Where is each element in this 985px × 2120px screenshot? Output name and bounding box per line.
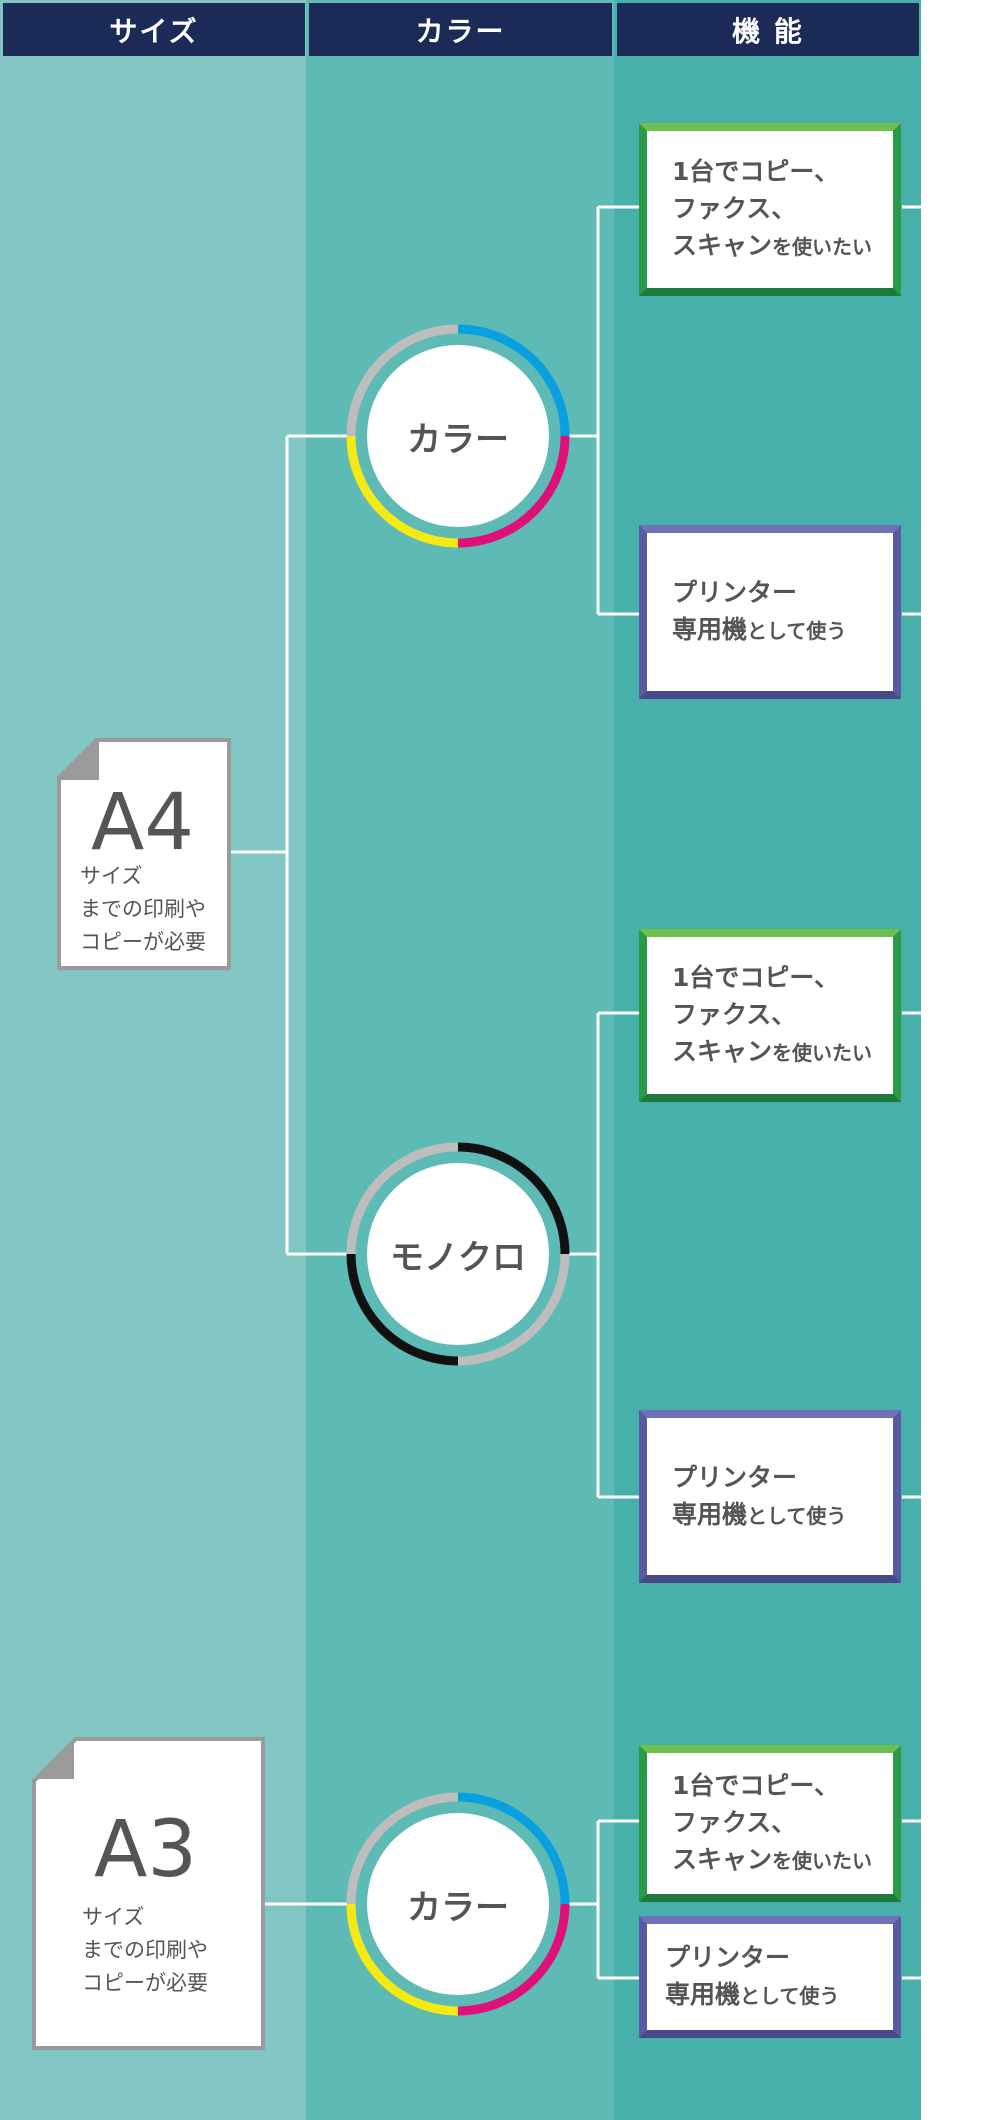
function-line: スキャンを使いたい [672,1845,873,1874]
size-desc-line2: までの印刷や [82,1938,208,1962]
function-printer-only: プリンター 専用機として使う [639,1916,901,2038]
function-line: 1台でコピー、 [672,963,840,992]
color-mode-label: カラー [367,1813,549,1995]
color-ring-icon [346,1792,570,2016]
header-size: サイズ [3,3,305,56]
header-color: カラー [309,3,612,56]
function-multifunction: 1台でコピー、 ファクス、 スキャンを使いたい [639,123,901,296]
size-desc-line2: までの印刷や [80,897,206,921]
color-mode-color: カラー [345,323,571,549]
function-line: 1台でコピー、 [672,1771,840,1800]
size-label: A4 [91,778,194,868]
size-a4-document: A4 サイズ までの印刷や コピーが必要 [57,738,231,970]
function-line: スキャンを使いたい [672,231,873,260]
size-a3-document: A3 サイズ までの印刷や コピーが必要 [32,1737,265,2050]
size-desc-line1: サイズ [82,1905,145,1929]
function-line: プリンター [672,1462,798,1492]
function-printer-only: プリンター 専用機として使う [639,1410,901,1583]
function-line: ファクス、 [672,194,797,223]
size-label: A3 [94,1805,197,1895]
function-line: プリンター [665,1943,791,1972]
size-desc-line3: コピーが必要 [82,1971,208,1995]
color-ring-icon [346,324,570,548]
function-multifunction: 1台でコピー、 ファクス、 スキャンを使いたい [639,929,901,1102]
function-line: 専用機として使う [672,615,847,644]
size-desc-line3: コピーが必要 [80,930,206,954]
mono-ring-icon [346,1142,570,1366]
function-line: 専用機として使う [665,1980,840,2009]
color-mode-label: モノクロ [367,1163,549,1345]
color-mode-color: カラー [345,1791,571,2017]
function-line: 専用機として使う [672,1499,847,1529]
color-mode-label: カラー [367,345,549,527]
color-mode-mono: モノクロ [345,1141,571,1367]
function-printer-only: プリンター 専用機として使う [639,525,901,699]
document-icon [57,738,231,970]
function-multifunction: 1台でコピー、 ファクス、 スキャンを使いたい [639,1745,901,1902]
size-desc-line1: サイズ [80,864,143,888]
function-line: 1台でコピー、 [672,157,840,186]
function-line: ファクス、 [672,1808,797,1837]
function-line: スキャンを使いたい [672,1037,873,1066]
header-function: 機 能 [617,3,919,56]
document-icon [32,1737,265,2050]
function-line: ファクス、 [672,1000,797,1029]
function-line: プリンター [672,578,798,607]
